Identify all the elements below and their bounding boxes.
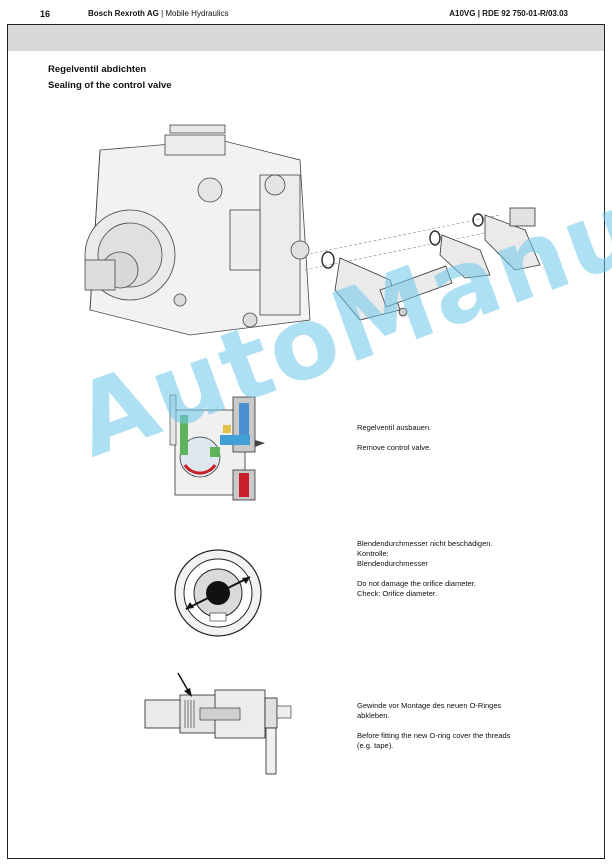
step-3-gap [357, 721, 510, 731]
step-2-line-1: Blendendurchmesser nicht beschädigen. [357, 539, 493, 548]
control-valve-section-illustration [169, 394, 265, 501]
step-2-line-2: Kontrolle: [357, 549, 389, 558]
pump-exploded-illustration [84, 124, 541, 336]
header-company: Bosch Rexroth AG | Mobile Hydraulics [88, 9, 229, 18]
step-2-line-3: Blendendurchmesser [357, 559, 428, 568]
header-separator: | [161, 9, 164, 18]
section-title-english: Sealing of the control valve [48, 80, 172, 91]
step-2-line-6: Check: Orifice diameter. [357, 589, 438, 598]
step-2-text: Blendendurchmesser nicht beschädigen. Ko… [357, 539, 493, 599]
step-3-line-4: Before fitting the new O-ring cover the … [357, 731, 511, 740]
step-2-gap [357, 569, 493, 579]
company-name: Bosch Rexroth AG [88, 9, 159, 18]
step-3-line-1: Gewinde vor Montage des neuen O-Ringes [357, 701, 502, 710]
step-1-gap [357, 433, 431, 443]
step-2-line-5: Do not damage the orifice diameter. [357, 579, 476, 588]
page-number: 16 [40, 9, 51, 19]
step-1-line-de: Regelventil ausbauen. [357, 423, 432, 432]
division-name: Mobile Hydraulics [165, 9, 229, 18]
step-3-line-5: (e.g. tape). [357, 741, 394, 750]
step-3-line-2: abkleben. [357, 711, 390, 720]
page-header [7, 24, 605, 51]
document-reference: A10VG | RDE 92 750-01-R/03.03 [449, 9, 568, 18]
orifice-illustration [174, 549, 262, 637]
valve-threads-illustration [144, 672, 292, 775]
step-1-text: Regelventil ausbauen. Remove control val… [357, 423, 431, 453]
step-1-line-en: Remove control valve. [357, 443, 432, 452]
step-3-text: Gewinde vor Montage des neuen O-Ringes a… [357, 701, 510, 751]
section-title-german: Regelventil abdichten [48, 64, 147, 75]
